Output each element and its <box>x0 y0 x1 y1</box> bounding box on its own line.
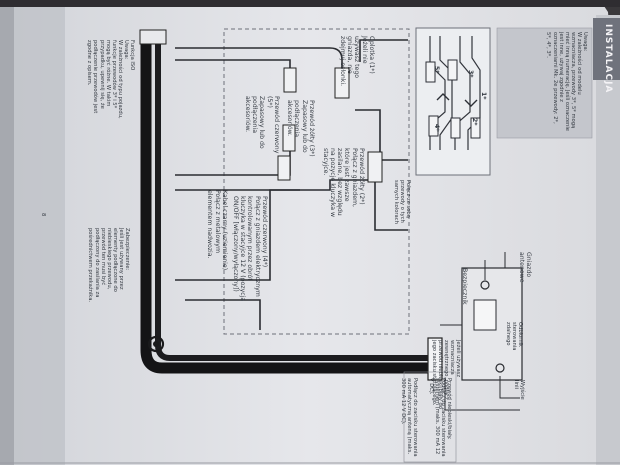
swap-diagram <box>415 27 491 176</box>
wire-number-2: 2* <box>471 118 478 126</box>
protection-note: Zabezpieczenie: Jeśli jest używany przez… <box>87 228 130 303</box>
fuse-label: Bezpiecznik <box>461 268 468 305</box>
ground-wire-note: Kabel czarny (uziemienie) Połącz z metal… <box>206 190 228 271</box>
auto-antenna-note: Podłącz do zacisku sterowania automatycz… <box>399 378 418 457</box>
dashed-frame <box>223 28 410 335</box>
antenna-socket-label: Gniazdo antenowe <box>517 252 532 283</box>
iso-note: Funkcja ISO Uwaga: W zależności od typu … <box>86 40 135 119</box>
line-output-label: Wyjście linii <box>512 380 525 400</box>
wire-number-4: 4* <box>433 124 440 132</box>
section-tab <box>593 18 620 80</box>
red-wire-4-note: Przewód czerwony (4*) Połącz z gniazdem … <box>231 196 268 302</box>
yellow-wire-2-note: Przewód żółty (2*) Połącz z gniazdem, kt… <box>321 148 365 218</box>
wire-number-1: 1* <box>480 92 487 100</box>
section-tab-label: INSTALACJA <box>603 24 613 94</box>
wired-remote-label: Odbiornik sterowania zdalnego <box>504 322 523 351</box>
connect-same-colors-note: Połącz ze sobą przewody o tych samych ko… <box>392 180 411 224</box>
antenna-wire-note: Oplotka (1*) Jeżeli nie używasz tego gni… <box>338 36 375 87</box>
page-number: 8 <box>40 213 46 217</box>
harness-plug <box>427 337 443 381</box>
tip-box <box>496 27 593 139</box>
blue-white-wire-note: Przewód niebieski/biały. Podłącz do zaci… <box>427 378 452 457</box>
tip-note: Uwaga: W zależności od modelu wzmacniacz… <box>545 32 588 131</box>
wire-number-3: 3* <box>467 70 474 78</box>
red-wire-5-note: Przewód czerwony (5*) Zapasowy lub do po… <box>243 96 280 154</box>
main-cable <box>140 40 430 374</box>
yellow-wire-3-note: Przewód żółty (3*) Zapasowy lub do podłą… <box>286 100 315 157</box>
wire-number-5: 5* <box>433 66 440 74</box>
